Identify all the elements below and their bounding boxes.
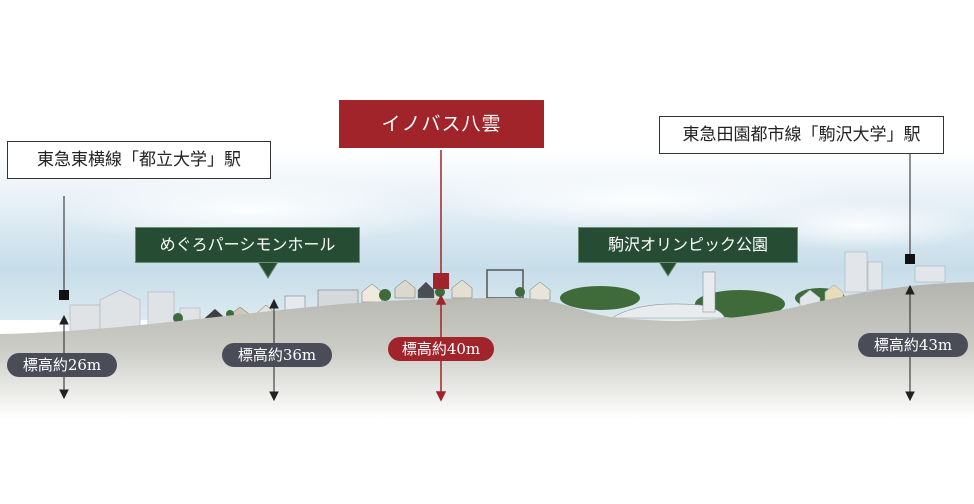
left-elevation-badge: 標高約26m	[7, 353, 117, 377]
skyline-right	[799, 251, 946, 307]
property-elevation-badge: 標高約40m	[388, 337, 494, 361]
hall-elevation-badge: 標高約36m	[222, 343, 332, 367]
cloud	[740, 200, 974, 250]
right-elevation-badge: 標高約43m	[858, 333, 968, 357]
property-label: イノバス八雲	[339, 100, 544, 148]
houses-center	[394, 269, 551, 301]
left-station-label: 東急東横線「都立大学」駅	[7, 141, 271, 179]
skyline-left	[69, 289, 201, 336]
right-station-marker	[905, 254, 915, 264]
hall-label: めぐろパーシモンホール	[135, 227, 360, 263]
park-label: 駒沢オリンピック公園	[578, 227, 798, 263]
park-stadium	[610, 271, 726, 319]
right-station-label: 東急田園都市線「駒沢大学」駅	[659, 116, 944, 154]
cloud	[420, 170, 860, 230]
connectors	[63, 152, 911, 296]
property-marker	[433, 273, 449, 289]
left-station-marker	[59, 290, 69, 300]
